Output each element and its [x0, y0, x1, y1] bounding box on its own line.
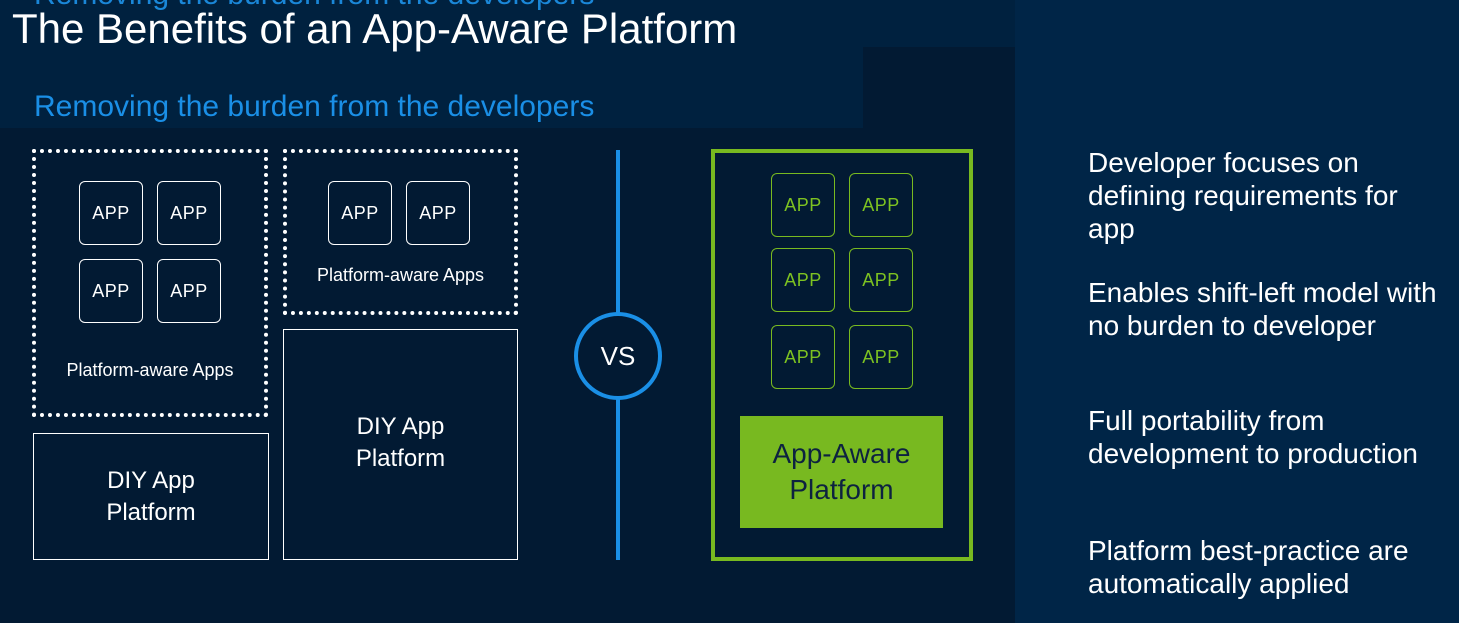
app-box: APP [157, 181, 221, 245]
app-box: APP [328, 181, 392, 245]
divider-line-top [616, 150, 620, 314]
platform-aware-apps-group-2 [283, 149, 518, 315]
slide-subtitle: Removing the burden from the developers [34, 90, 595, 123]
app-box: APP [771, 248, 835, 312]
slide-title: The Benefits of an App-Aware Platform [12, 5, 738, 52]
group-2-label: Platform-aware Apps [316, 265, 485, 285]
app-box: APP [157, 259, 221, 323]
app-aware-group [711, 149, 973, 561]
app-box: APP [79, 259, 143, 323]
group-1-label: Platform-aware Apps [66, 360, 234, 380]
benefit-item: Developer focuses on defining requiremen… [1088, 147, 1398, 244]
benefits-panel-background [1015, 0, 1459, 623]
app-box: APP [79, 181, 143, 245]
platform-aware-apps-group-1 [32, 149, 268, 417]
diy-platform-line-1: DIY App [107, 466, 195, 494]
diagram-panel-background-top [863, 47, 1015, 128]
divider-line-bottom [616, 398, 620, 560]
app-box: APP [849, 325, 913, 389]
app-aware-platform-box: App-Aware Platform [740, 416, 943, 528]
diagram-panel-background [0, 128, 1015, 623]
ghost-subtitle: Removing the burden from the developers [34, 0, 594, 12]
diy-app-platform-1: DIY App Platform [33, 433, 269, 560]
app-box: APP [849, 248, 913, 312]
vs-circle: VS [574, 312, 662, 400]
diy-app-platform-2: DIY App Platform [283, 329, 518, 560]
diy-platform-line-2: Platform [106, 498, 196, 526]
diy-platform-line-1: DIY App [356, 412, 445, 440]
app-box: APP [771, 173, 835, 237]
diy-platform-line-2: Platform [355, 444, 446, 472]
benefit-item: Platform best-practice are automatically… [1088, 535, 1409, 599]
benefit-item: Enables shift-left model with no burden … [1088, 277, 1437, 341]
app-box: APP [406, 181, 470, 245]
app-box: APP [771, 325, 835, 389]
aware-platform-line-1: App-Aware [772, 438, 911, 469]
benefit-item: Full portability from development to pro… [1088, 405, 1418, 469]
aware-platform-line-2: Platform [789, 474, 894, 505]
app-box: APP [849, 173, 913, 237]
